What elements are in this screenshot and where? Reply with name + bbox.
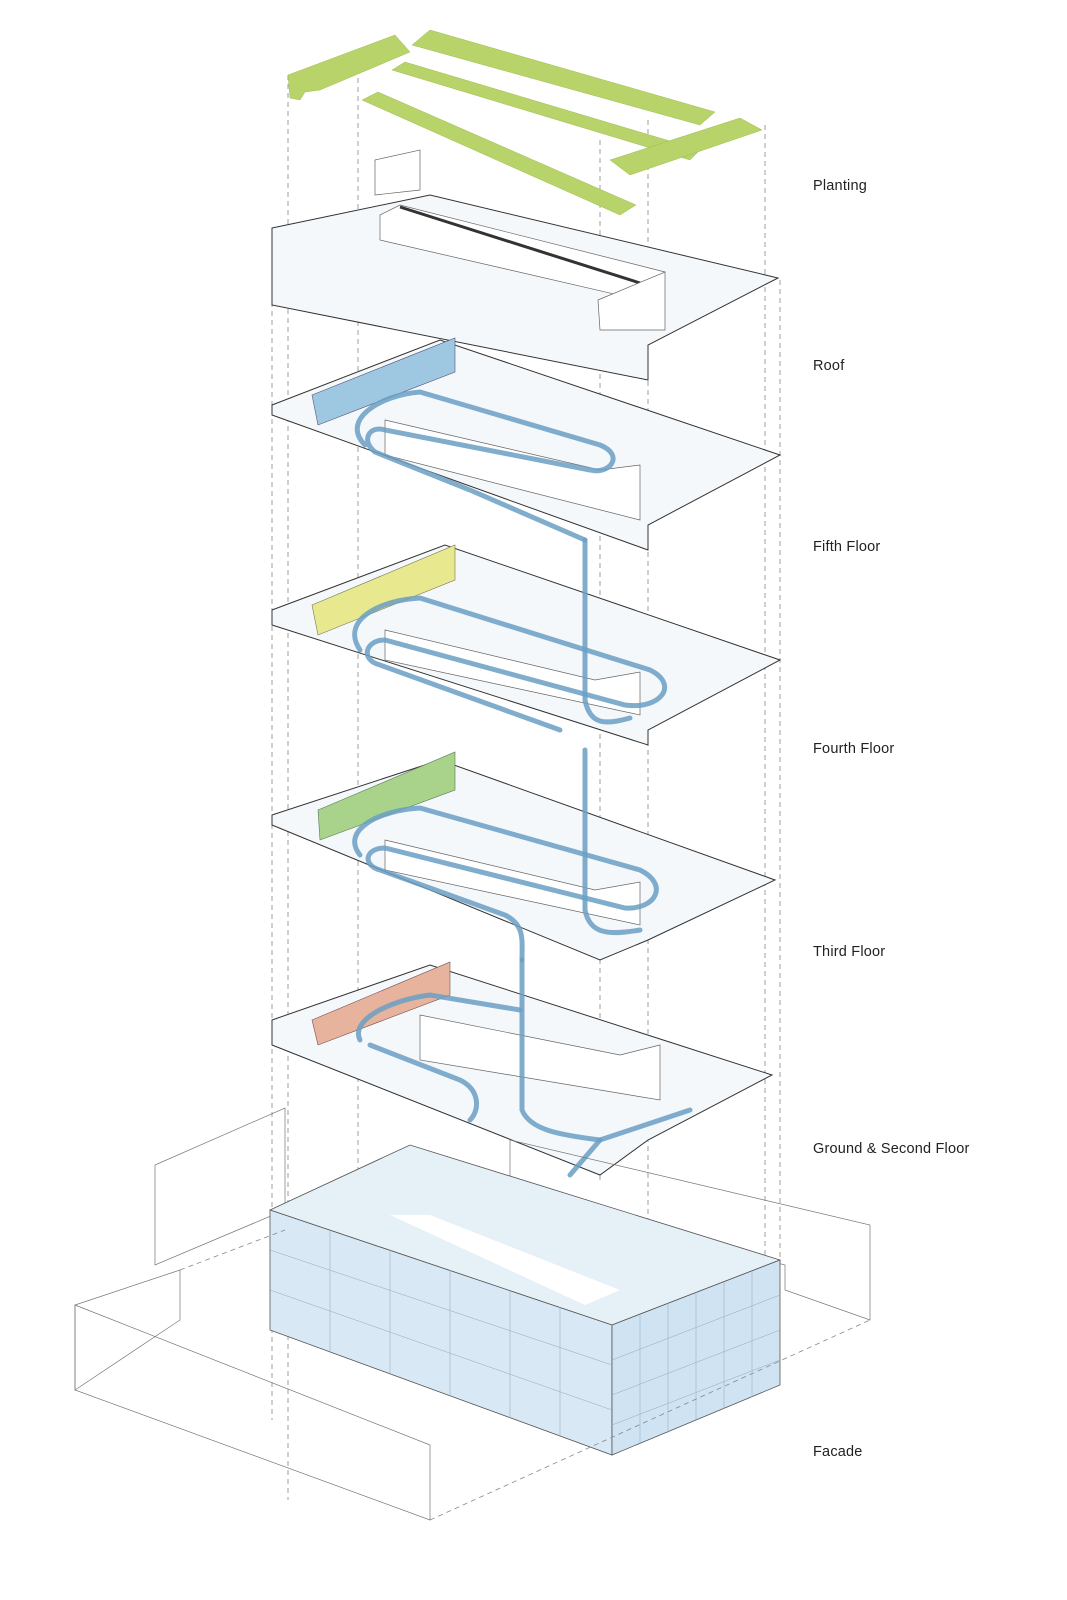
fourth-floor-layer <box>271 537 782 746</box>
third-floor-layer <box>271 747 777 963</box>
third-floor-accent-wall <box>317 751 456 841</box>
label-fourth-floor: Fourth Floor <box>813 741 895 757</box>
ground-second-floor-layer <box>271 957 774 1178</box>
planting-layer <box>287 29 763 216</box>
label-facade: Facade <box>813 1444 863 1460</box>
label-ground-second-floor: Ground & Second Floor <box>813 1141 970 1157</box>
label-third-floor: Third Floor <box>813 944 886 960</box>
label-planting: Planting <box>813 178 867 194</box>
facade-screen-left-back <box>154 1107 286 1266</box>
roof-layer <box>271 149 780 381</box>
fifth-floor-layer <box>271 337 782 551</box>
fifth-floor-accent-wall <box>311 337 456 426</box>
ground-floor-accent-wall <box>311 961 451 1046</box>
facade-layer <box>74 1107 871 1521</box>
label-roof: Roof <box>813 358 845 374</box>
label-fifth-floor: Fifth Floor <box>813 539 881 555</box>
fourth-floor-accent-wall <box>311 544 456 636</box>
